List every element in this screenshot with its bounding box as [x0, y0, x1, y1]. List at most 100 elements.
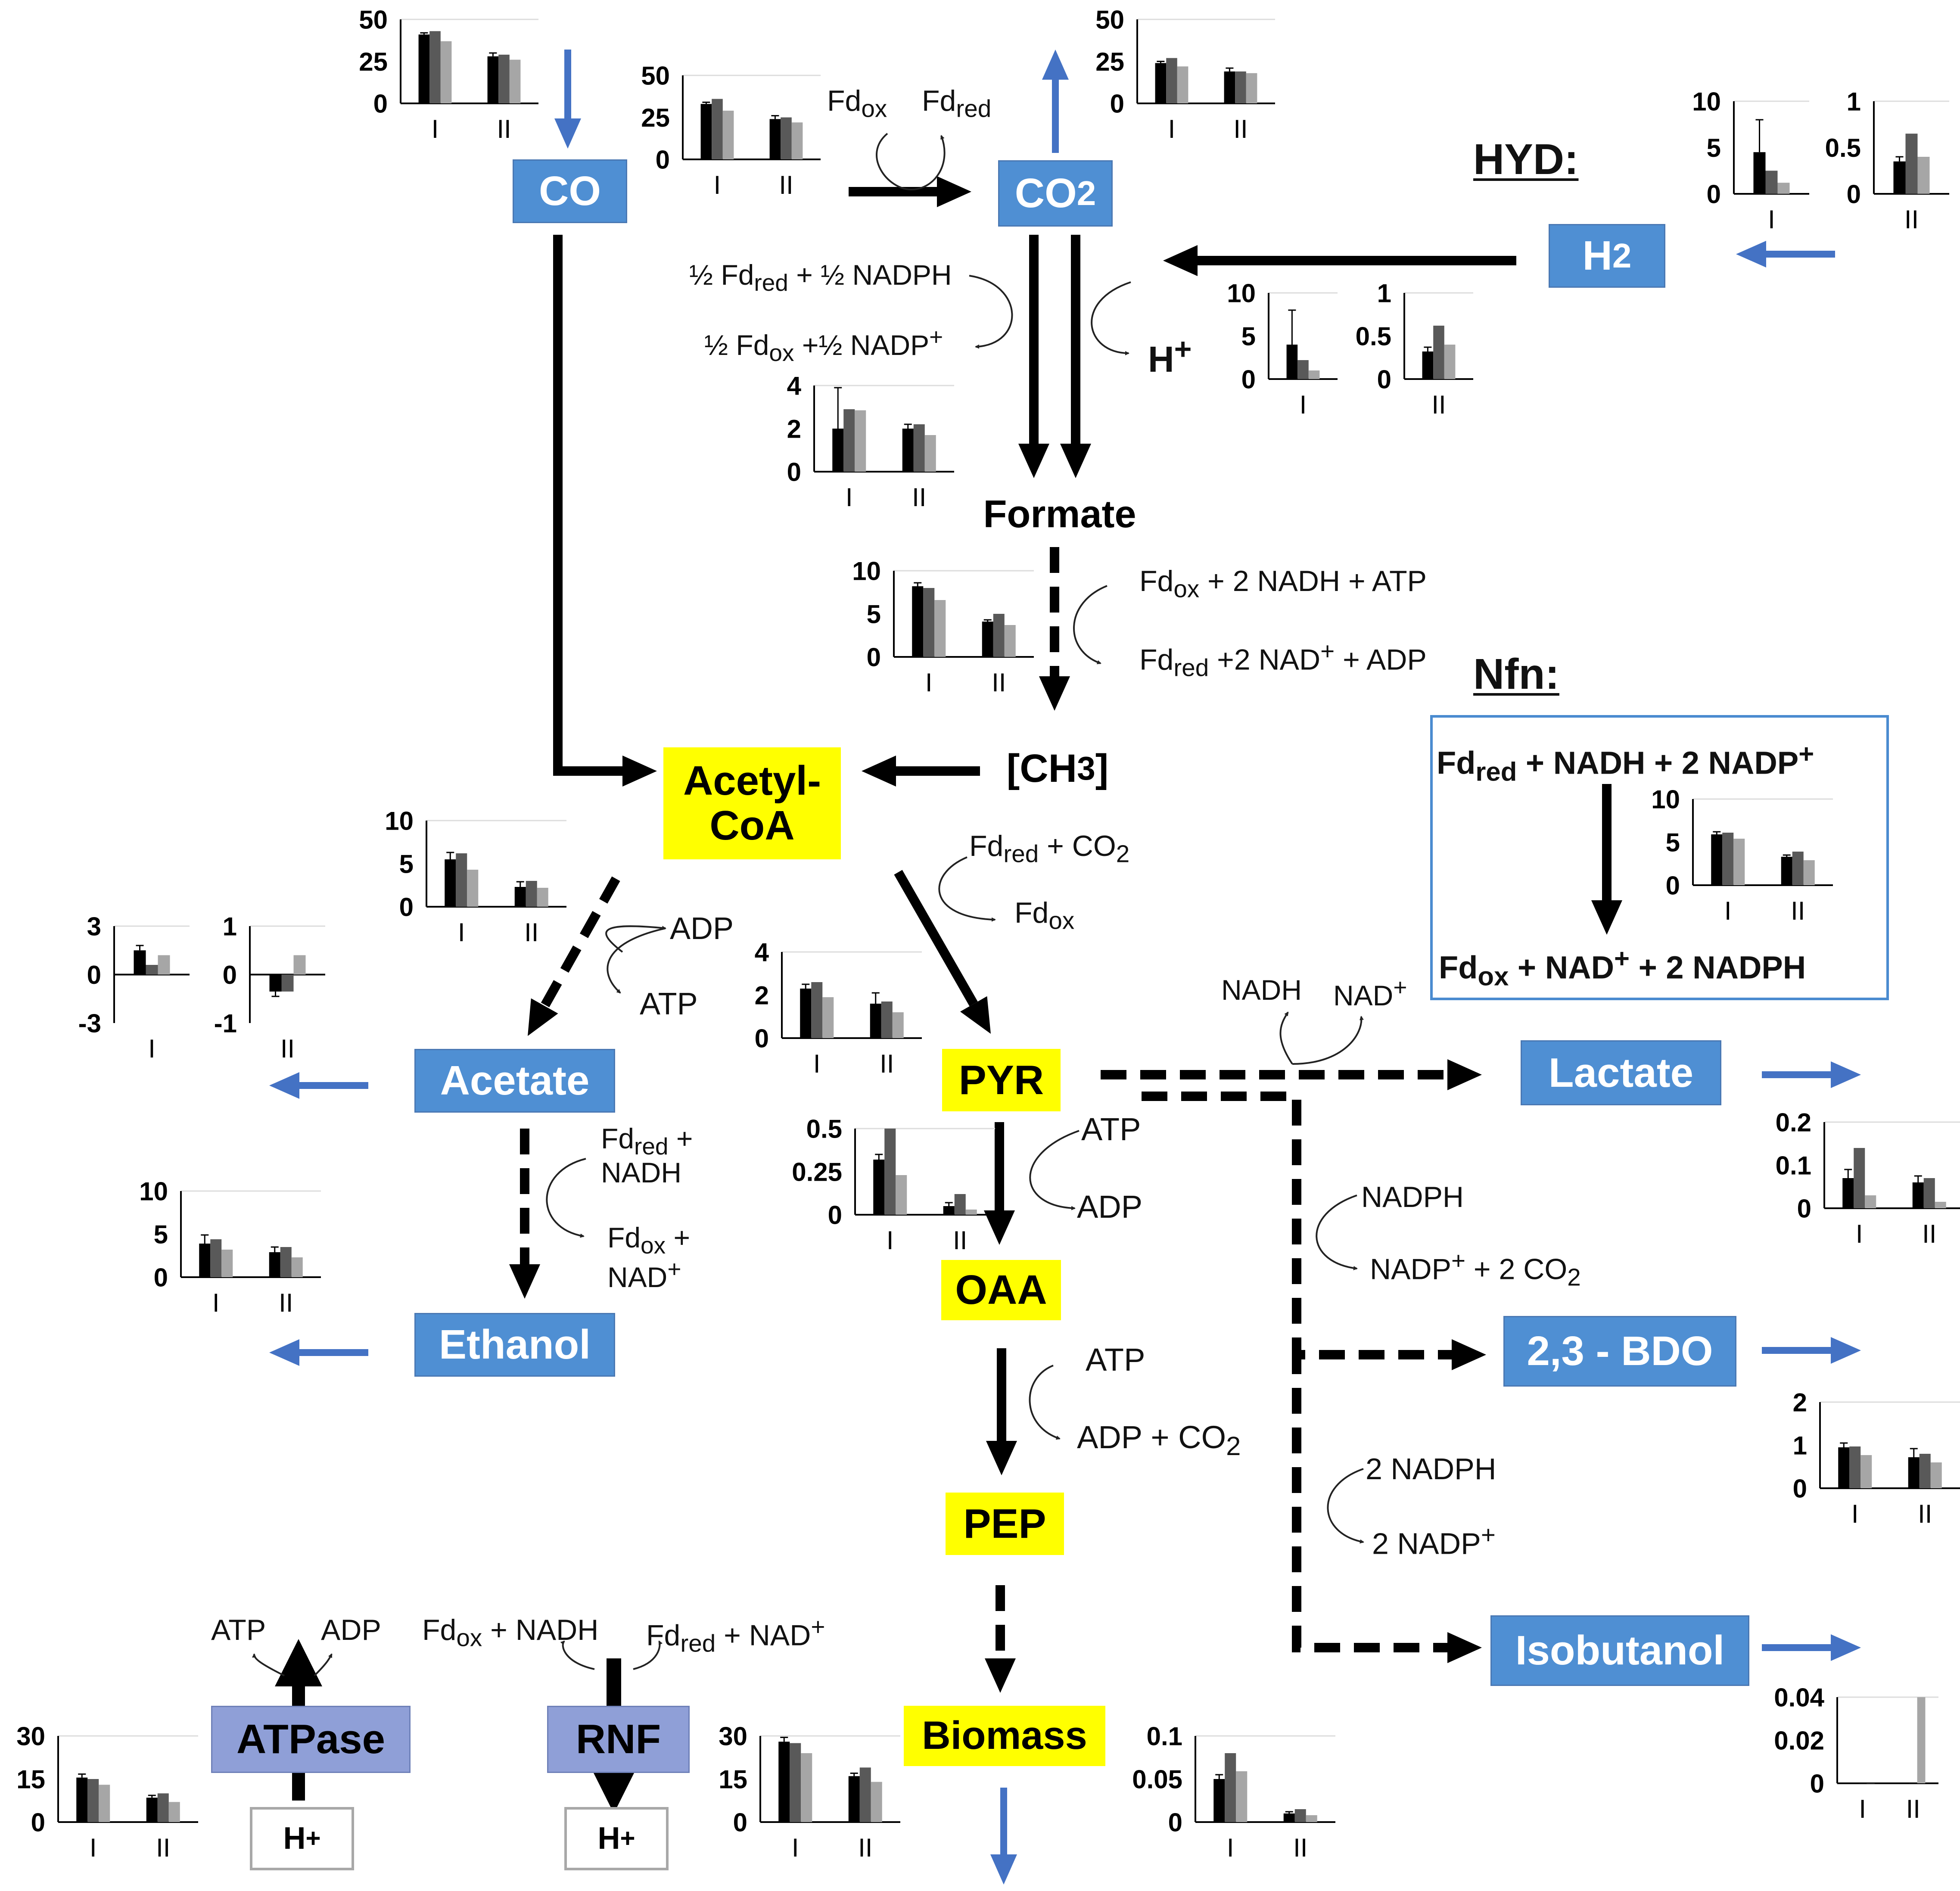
- chart-h2-II-ytick: 0.5: [1825, 134, 1861, 162]
- chart-pyr-bar: [884, 1129, 896, 1215]
- arrow-co-to-acetylcoa: [553, 235, 657, 787]
- chart-co2-bar: [1155, 63, 1167, 103]
- label-oaa-atp: ATP: [1086, 1342, 1145, 1378]
- label-co-fdox: Fdox: [827, 84, 887, 123]
- arrow-co2-to-formate-1: [1018, 235, 1049, 478]
- chart-pfor-bar: [811, 982, 823, 1038]
- chart-acetate-I-ytick: 0: [87, 961, 101, 989]
- chart-bdo-bar: [1849, 1446, 1861, 1488]
- chart-isobutanol-bar: [1901, 1783, 1909, 1784]
- chart-co2-bar: [1246, 73, 1257, 103]
- chart-atpase-ytick: 15: [16, 1765, 45, 1794]
- cofactor-curve-fdh: [969, 275, 1013, 349]
- arrow-pyr-to-lactate: [1101, 1059, 1482, 1090]
- chart-isobutanol-ytick: 0.02: [1774, 1726, 1824, 1755]
- chart-co-bar: [418, 34, 430, 103]
- label-ethanol-top: Fdred +NADH: [601, 1123, 693, 1189]
- chart-fdh-category: I: [846, 483, 853, 512]
- export-arrow-lactate: [1762, 1061, 1861, 1088]
- chart-h2-I-bar: [1765, 171, 1778, 194]
- chart-lactate-ytick: 0.2: [1776, 1108, 1811, 1137]
- chart-co2-category: I: [1168, 115, 1176, 143]
- chart-atpase-bar: [99, 1785, 110, 1822]
- label-hyd-h: H+: [1148, 332, 1192, 379]
- chart-h2-II-category: II: [1904, 205, 1919, 234]
- chart-fdh-left-ytick: 25: [641, 103, 670, 132]
- chart-acetate-II-bar: [293, 955, 306, 975]
- node-pyr: PYR: [942, 1049, 1061, 1111]
- chart-nfn-bar: [1781, 857, 1792, 885]
- chart-fdh-left-bar: [712, 99, 723, 159]
- chart-nfn-category: I: [1724, 896, 1732, 925]
- chart-ethanol-bar: [210, 1239, 222, 1277]
- chart-pyr-bar: [965, 1210, 977, 1215]
- label-co-fdred: Fdred: [922, 84, 992, 123]
- heading-nfn: Nfn:: [1473, 650, 1559, 698]
- chart-ethanol-bar: [269, 1252, 280, 1277]
- chart-acetate-II-category: II: [280, 1034, 295, 1063]
- chart-nfn-bar: [1803, 860, 1815, 885]
- chart-atpase-bar: [76, 1777, 88, 1822]
- chart-nfn-bar: [1711, 834, 1723, 885]
- node-bdo: 2,3 - BDO: [1503, 1316, 1736, 1387]
- chart-atpase-bar: [168, 1802, 180, 1822]
- arrow-nfn-reaction: [1591, 784, 1622, 935]
- chart-fdh-left-bar: [769, 119, 781, 159]
- chart-biomass-category: I: [1227, 1833, 1234, 1862]
- arrow-acetate-to-ethanol: [509, 1129, 540, 1299]
- chart-acetate-I-bar: [134, 950, 146, 975]
- chart-co2-bar: [1177, 66, 1188, 103]
- chart-fdh-category: II: [912, 483, 926, 512]
- chart-pfor-bar: [800, 989, 812, 1038]
- chart-biomass-bar: [1283, 1813, 1295, 1822]
- chart-h2-I-category: I: [1768, 205, 1775, 234]
- chart-acetate-I-ytick: -3: [78, 1009, 101, 1038]
- export-arrow-ethanol: [269, 1339, 368, 1366]
- chart-hyd-I-bar: [1297, 360, 1309, 379]
- chart-biomass-ytick: 0.05: [1132, 1765, 1182, 1794]
- chart-formate-ytick: 0: [867, 643, 881, 672]
- chart-acetate-II-ytick: 1: [223, 912, 237, 941]
- label-formate-bottom: Fdred +2 NAD+ + ADP: [1139, 638, 1427, 682]
- chart-hyd-II-ytick: 1: [1377, 279, 1391, 308]
- chart-pfor-category: II: [880, 1049, 894, 1078]
- chart-hyd-I-ytick: 10: [1227, 279, 1256, 308]
- chart-pyr-category: II: [953, 1226, 967, 1255]
- chart-h2-I-bar: [1753, 152, 1766, 194]
- cofactor-curve-bdo: [1316, 1194, 1358, 1270]
- chart-pyr-bar: [954, 1194, 966, 1215]
- nfn-products: Fdox + NAD+ + 2 NADPH: [1439, 944, 1806, 992]
- chart-hyd-I-bar: [1308, 370, 1320, 379]
- chart-fdh-left-bar: [700, 104, 712, 159]
- chart-co2-ytick: 25: [1095, 47, 1124, 76]
- cofactor-curve-oaa: [1029, 1365, 1061, 1440]
- chart-pfor-ytick: 0: [755, 1024, 769, 1053]
- chart-fdh-left-ytick: 50: [641, 62, 670, 90]
- node-ethanol: Ethanol: [414, 1313, 615, 1377]
- chart-formate-category: II: [992, 668, 1006, 697]
- chart-rnf-category: I: [792, 1833, 799, 1862]
- node-isobutanol: Isobutanol: [1490, 1615, 1749, 1686]
- cofactor-curve-rnf-right: [633, 1640, 663, 1670]
- chart-acetyl-bar: [514, 887, 526, 907]
- chart-lactate-ytick: 0: [1797, 1194, 1811, 1223]
- chart-isobutanol-bar: [1867, 1783, 1875, 1784]
- chart-isobutanol-bar: [1917, 1697, 1926, 1783]
- export-arrow-co: [554, 50, 581, 149]
- node-lactate: Lactate: [1521, 1040, 1721, 1105]
- chart-rnf-ytick: 15: [719, 1765, 747, 1794]
- chart-acetate-II-bar: [269, 974, 282, 992]
- cofactor-curve-co: [876, 133, 946, 191]
- chart-acetyl-category: I: [458, 918, 465, 947]
